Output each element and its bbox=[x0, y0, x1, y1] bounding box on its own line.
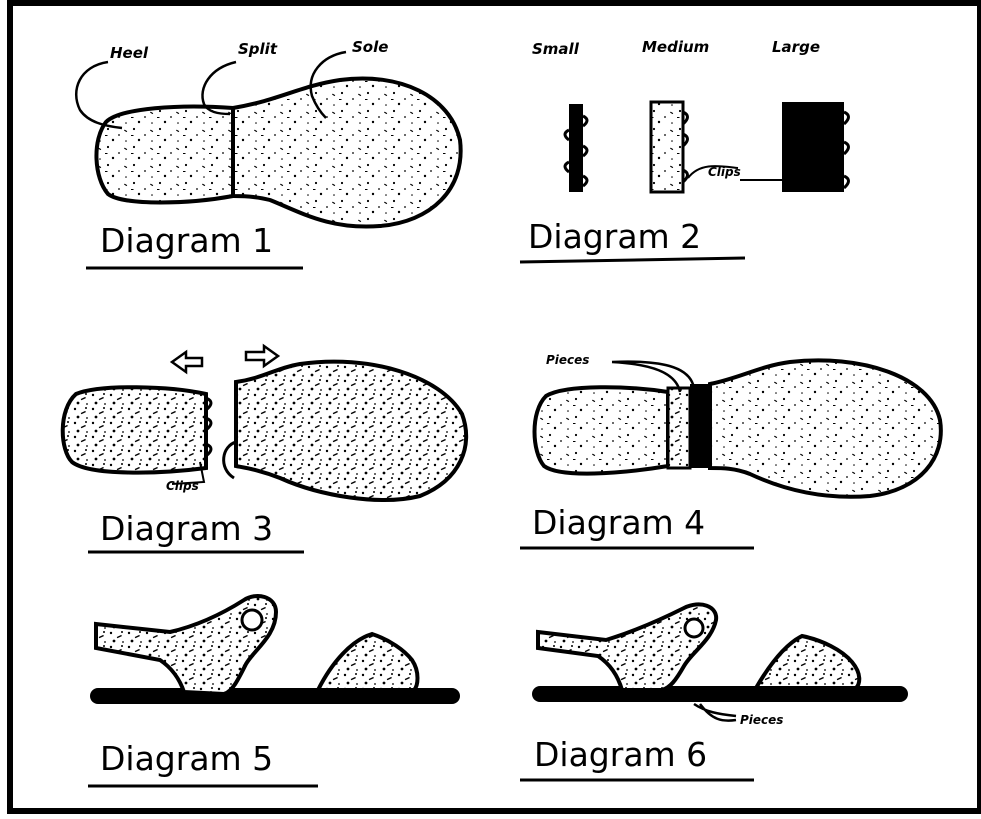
strap-buckle-icon bbox=[242, 610, 262, 630]
sole-piece bbox=[236, 362, 466, 500]
pieces-leader bbox=[694, 704, 736, 721]
diagram-1: Heel Split Sole Diagram 1 bbox=[76, 38, 460, 268]
diagram-6: Pieces Diagram 6 bbox=[520, 604, 908, 780]
diagram-1-caption: Diagram 1 bbox=[100, 221, 273, 260]
diagram-4-caption: Diagram 4 bbox=[532, 503, 705, 542]
split-label: Split bbox=[238, 40, 278, 58]
diagram-3: Clips Diagram 3 bbox=[63, 346, 466, 552]
size-medium-label: Medium bbox=[642, 38, 709, 56]
strap-buckle-icon bbox=[685, 619, 703, 637]
clip-label: Clips bbox=[166, 479, 199, 493]
arrow-right-icon bbox=[246, 346, 278, 366]
pieces-label: Pieces bbox=[740, 713, 783, 727]
diagram-5: Diagram 5 bbox=[88, 596, 460, 786]
diagram-2-caption: Diagram 2 bbox=[528, 217, 701, 256]
large-piece bbox=[782, 102, 844, 192]
diagram-2: Small Medium Large Clips Diagram 2 bbox=[520, 38, 849, 262]
size-large-label: Large bbox=[772, 38, 820, 56]
diagram-5-caption: Diagram 5 bbox=[100, 739, 273, 778]
clip-label: Clips bbox=[708, 165, 741, 179]
toe-strap bbox=[318, 634, 418, 690]
arrow-left-icon bbox=[172, 352, 202, 372]
large-piece-clips bbox=[844, 112, 849, 188]
pieces-label: Pieces bbox=[546, 353, 589, 367]
diagram-3-caption: Diagram 3 bbox=[100, 509, 273, 548]
diagram-6-caption: Diagram 6 bbox=[534, 735, 707, 774]
small-piece bbox=[569, 104, 583, 192]
diagram-4: Pieces Diagram 4 bbox=[520, 353, 941, 548]
medium-piece bbox=[651, 102, 683, 192]
sole-piece bbox=[233, 78, 461, 226]
heel-piece bbox=[63, 387, 206, 472]
size-small-label: Small bbox=[532, 40, 580, 58]
heel-piece bbox=[535, 387, 669, 473]
caption-underline bbox=[520, 258, 745, 262]
large-insert-piece bbox=[690, 384, 710, 468]
sole-piece bbox=[710, 360, 941, 496]
heel-piece bbox=[96, 107, 233, 203]
medium-insert-piece bbox=[668, 388, 690, 468]
heel-label: Heel bbox=[110, 44, 149, 62]
heel-strap bbox=[538, 604, 716, 690]
sole-label: Sole bbox=[352, 38, 388, 56]
toe-strap bbox=[756, 636, 859, 688]
